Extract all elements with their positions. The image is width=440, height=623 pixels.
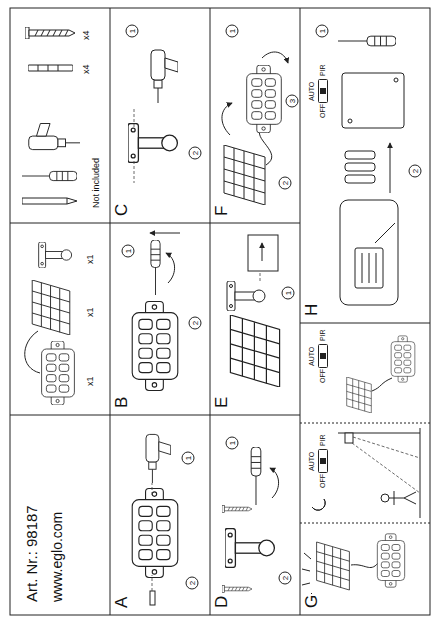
callout-number: 2 [189, 147, 202, 160]
callout-number: 2 [189, 317, 202, 330]
switch-position: AUTO [308, 346, 316, 367]
step-letter: A [113, 596, 132, 609]
callout-number: 1 [182, 452, 195, 465]
callout-number: 2 [409, 165, 422, 178]
switch-position: OFF [319, 473, 327, 489]
step-letter: D [213, 595, 232, 609]
callout-number: 1 [126, 25, 139, 38]
callout-number: 1 [282, 287, 295, 300]
callout-number: 1 [226, 25, 239, 38]
note-text: x4 [82, 29, 92, 41]
step-letter: C [113, 203, 132, 217]
callout-number: 2 [186, 577, 199, 590]
callout-number: 1 [122, 245, 135, 258]
callout-number: 1 [226, 437, 239, 450]
step-letter: B [113, 396, 132, 409]
note-text: www.eglo.com [50, 511, 65, 603]
switch-position: AUTO [308, 81, 316, 102]
step-letter: F [213, 205, 232, 217]
callout-number: 2 [279, 177, 292, 190]
note-text: Not included [92, 157, 102, 209]
switch-position: PIR [319, 328, 327, 342]
note-text: x1 [86, 375, 96, 387]
step-letter: H [303, 303, 322, 317]
callout-number: 1 [316, 25, 329, 38]
switch-position: OFF [319, 103, 327, 119]
switch-position: AUTO [308, 451, 316, 472]
article-number: Art. Nr.: 98187 [24, 504, 41, 603]
note-text: x1 [86, 253, 96, 265]
callout-number: 3 [286, 95, 299, 108]
switch-position: PIR [319, 63, 327, 77]
note-text: x1 [86, 306, 96, 318]
step-letter: G [303, 594, 322, 609]
switch-position: PIR [319, 433, 327, 447]
switch-position: OFF [319, 368, 327, 384]
step-letter: E [213, 396, 232, 409]
callout-number: 2 [279, 572, 292, 585]
note-text: x4 [82, 63, 92, 75]
